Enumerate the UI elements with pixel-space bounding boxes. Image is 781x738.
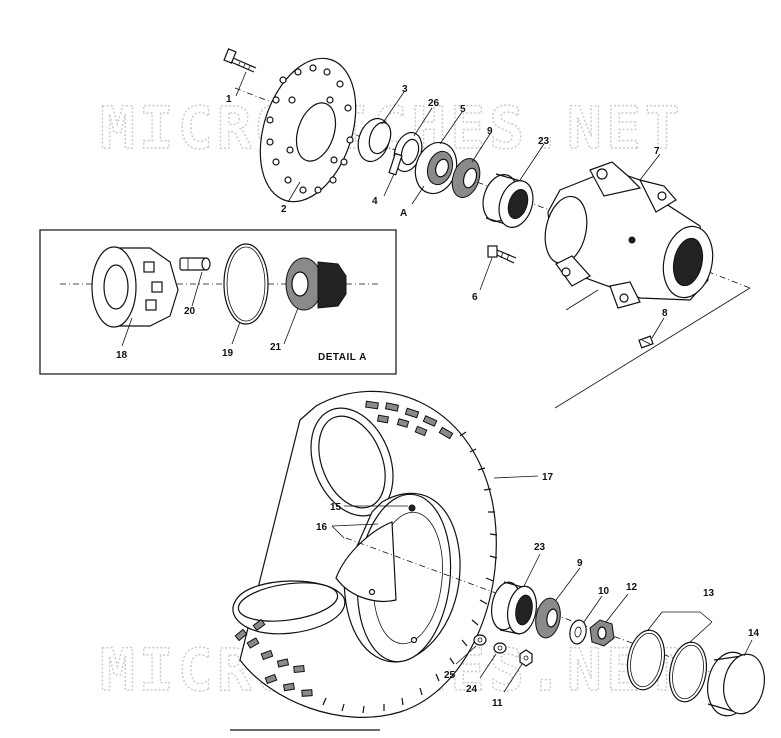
part-3-seal [357, 117, 392, 163]
callout-20: 20 [184, 306, 196, 317]
part-18-clutch-body [91, 246, 179, 328]
leader-9a [471, 133, 491, 163]
part-5-clutch [414, 141, 458, 195]
wheel-rim [335, 492, 461, 663]
part-11-nut [519, 649, 533, 667]
leader-13d [689, 621, 713, 643]
callout-14: 14 [748, 628, 760, 639]
callout-7: 7 [654, 146, 660, 157]
leader-21 [283, 307, 299, 345]
part-7-hub [544, 161, 714, 309]
callout-2: 2 [281, 204, 287, 215]
watermark-top: MICROFICHES.NET [100, 94, 684, 162]
leader-10 [583, 595, 603, 623]
callout-24: 24 [466, 684, 478, 695]
part-9-bearing-upper [451, 158, 481, 198]
leader-2 [287, 181, 301, 203]
callout-16: 16 [316, 522, 328, 533]
part-9-bearing-lower [535, 597, 561, 639]
part-26-ring [393, 131, 423, 173]
callout-21: 21 [270, 342, 282, 353]
leader-13c [699, 611, 713, 623]
leader-9b [555, 567, 581, 601]
part-10-washer [569, 619, 587, 645]
part-1-bolt [223, 48, 257, 73]
axis-return-line [554, 287, 751, 409]
callout-4: 4 [372, 196, 378, 207]
callout-9-lower: 9 [577, 558, 583, 569]
callout-12: 12 [626, 582, 638, 593]
callout-10: 10 [598, 586, 610, 597]
leader-12 [605, 593, 629, 623]
leader-19 [231, 321, 241, 345]
leader-16a [331, 523, 379, 527]
callout-19: 19 [222, 348, 234, 359]
callout-23-upper: 23 [538, 136, 550, 147]
callout-15: 15 [330, 502, 342, 513]
part-4-key [388, 152, 403, 176]
leader-1 [235, 71, 247, 97]
callout-9-upper: 9 [487, 126, 493, 137]
leader-20 [191, 271, 203, 307]
leader-A [411, 185, 425, 205]
leader-3 [381, 91, 405, 125]
part-23-race-upper [482, 173, 534, 228]
callout-1: 1 [226, 94, 232, 105]
leader-14 [743, 639, 753, 657]
part-8-fitting [638, 335, 654, 349]
leader-25 [455, 645, 477, 665]
callout-23-lower: 23 [534, 542, 546, 553]
callout-25: 25 [444, 670, 456, 681]
leader-11 [503, 663, 523, 693]
callout-3: 3 [402, 84, 408, 95]
callout-13: 13 [703, 588, 715, 599]
part-23-race-lower [490, 581, 538, 635]
leader-4 [383, 173, 395, 197]
part-24-lock-washer [493, 642, 507, 654]
leader-24 [479, 653, 497, 679]
callout-A: A [400, 208, 407, 219]
leader-26 [413, 107, 433, 137]
part-12-castle-nut [589, 619, 615, 647]
callout-26: 26 [428, 98, 440, 109]
part-19-ring [223, 243, 269, 325]
leader-18 [121, 317, 133, 347]
part-25-washer [473, 634, 487, 646]
callout-11: 11 [492, 698, 503, 709]
part-2-brake-disc [259, 57, 357, 203]
callout-8: 8 [662, 308, 668, 319]
detail-a-title: DETAIL A [318, 352, 367, 363]
leader-16b [331, 525, 345, 539]
part-21-sprag [285, 257, 347, 311]
callout-18: 18 [116, 350, 128, 361]
leader-13b [647, 611, 663, 631]
callout-17: 17 [542, 472, 554, 483]
leader-23b [523, 553, 541, 587]
leader-5 [439, 111, 463, 145]
leader-8 [651, 317, 665, 339]
part-13-rings [626, 629, 708, 703]
leader-6 [479, 257, 493, 291]
callout-5: 5 [460, 104, 466, 115]
detail-a-box [39, 229, 397, 375]
hub-hint-line [565, 289, 599, 311]
leader-23a [519, 143, 545, 181]
leader-7 [639, 153, 661, 181]
part-14-hub-cap [707, 651, 765, 717]
leader-17 [493, 475, 539, 479]
part-20-pin [179, 257, 211, 271]
callout-6: 6 [472, 292, 478, 303]
part-6-screw [487, 245, 517, 264]
